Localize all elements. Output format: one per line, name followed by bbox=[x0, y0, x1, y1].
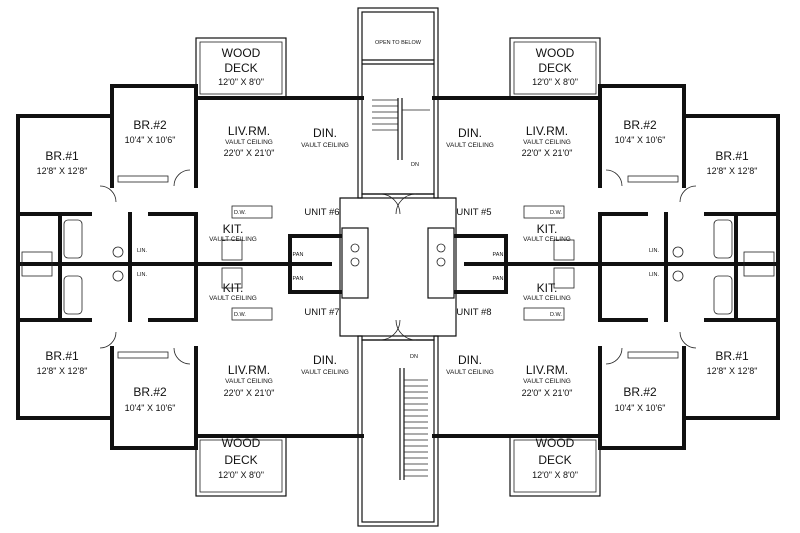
deck-tr-dim: 12'0" X 8'0" bbox=[532, 77, 578, 87]
deck-bl-title-2: DECK bbox=[224, 453, 257, 467]
din-tl-vault: VAULT CEILING bbox=[301, 142, 349, 149]
din-tr-title: DIN. bbox=[458, 126, 482, 140]
br2-bl-dim: 10'4" X 10'6" bbox=[125, 403, 176, 413]
liv-br-dim: 22'0" X 21'0" bbox=[522, 388, 573, 398]
liv-bl-title: LIV.RM. bbox=[228, 363, 270, 377]
kit-br-title: KIT. bbox=[537, 281, 558, 295]
door-swings bbox=[99, 169, 697, 365]
lin-tr-label: LIN. bbox=[649, 248, 660, 254]
pan-br-label: PAN bbox=[493, 276, 504, 282]
kit-tl-title: KIT. bbox=[223, 222, 244, 236]
pan-bl-label: PAN bbox=[293, 276, 304, 282]
din-bl-title: DIN. bbox=[313, 353, 337, 367]
window-marks bbox=[21, 175, 775, 359]
liv-tl-dim: 22'0" X 21'0" bbox=[224, 148, 275, 158]
br2-tl-title: BR.#2 bbox=[133, 118, 167, 132]
liv-br-title: LIV.RM. bbox=[526, 363, 568, 377]
br1-bl-dim: 12'8" X 12'8" bbox=[37, 366, 88, 376]
br2-tr-dim: 10'4" X 10'6" bbox=[615, 135, 666, 145]
deck-bl-title-1: WOOD bbox=[222, 436, 261, 450]
br2-tl-dim: 10'4" X 10'6" bbox=[125, 135, 176, 145]
deck-br-dim: 12'0" X 8'0" bbox=[532, 470, 578, 480]
kit-bl-title: KIT. bbox=[223, 281, 244, 295]
lin-tl-label: LIN. bbox=[137, 248, 148, 254]
lin-br-label: LIN. bbox=[649, 272, 660, 278]
upper-stair-treads bbox=[372, 98, 430, 160]
br1-br-dim: 12'8" X 12'8" bbox=[707, 366, 758, 376]
br2-bl-title: BR.#2 bbox=[133, 385, 167, 399]
br1-bl-title: BR.#1 bbox=[45, 349, 79, 363]
kit-bl-vault: VAULT CEILING bbox=[209, 295, 257, 302]
fixtures bbox=[63, 205, 733, 321]
kit-tl-vault: VAULT CEILING bbox=[209, 236, 257, 243]
liv-tl-vault: VAULT CEILING bbox=[225, 139, 273, 146]
deck-br-title-1: WOOD bbox=[536, 436, 575, 450]
unit6-label: UNIT #6 bbox=[304, 207, 339, 218]
liv-bl-vault: VAULT CEILING bbox=[225, 378, 273, 385]
dw-tr-label: D.W. bbox=[550, 210, 562, 216]
din-br-vault: VAULT CEILING bbox=[446, 369, 494, 376]
br2-br-title: BR.#2 bbox=[623, 385, 657, 399]
din-bl-vault: VAULT CEILING bbox=[301, 369, 349, 376]
br1-tr-title: BR.#1 bbox=[715, 149, 749, 163]
br1-tl-dim: 12'8" X 12'8" bbox=[37, 166, 88, 176]
deck-tl-dim: 12'0" X 8'0" bbox=[218, 77, 264, 87]
deck-tr-title-2: DECK bbox=[538, 61, 571, 75]
decks bbox=[195, 37, 601, 497]
stair-dn-label-bottom: DN bbox=[410, 354, 418, 360]
lin-bl-label: LIN. bbox=[137, 272, 148, 278]
deck-tl-title-1: WOOD bbox=[222, 46, 261, 60]
din-br-title: DIN. bbox=[458, 353, 482, 367]
central-stair-core bbox=[339, 7, 457, 527]
lower-stair-treads bbox=[399, 368, 428, 480]
liv-tr-title: LIV.RM. bbox=[526, 124, 568, 138]
deck-tl-title-2: DECK bbox=[224, 61, 257, 75]
kit-tr-vault: VAULT CEILING bbox=[523, 236, 571, 243]
deck-tr-title-1: WOOD bbox=[536, 46, 575, 60]
dw-tl-label: D.W. bbox=[234, 210, 246, 216]
open-to-below-label: OPEN TO BELOW bbox=[375, 40, 422, 46]
br1-br-title: BR.#1 bbox=[715, 349, 749, 363]
liv-br-vault: VAULT CEILING bbox=[523, 378, 571, 385]
kit-tr-title: KIT. bbox=[537, 222, 558, 236]
br1-tr-dim: 12'8" X 12'8" bbox=[707, 166, 758, 176]
dw-bl-label: D.W. bbox=[234, 312, 246, 318]
dw-br-label: D.W. bbox=[550, 312, 562, 318]
unit5-label: UNIT #5 bbox=[456, 207, 491, 218]
unit7-label: UNIT #7 bbox=[304, 307, 339, 318]
deck-bl-dim: 12'0" X 8'0" bbox=[218, 470, 264, 480]
br2-br-dim: 10'4" X 10'6" bbox=[615, 403, 666, 413]
stair-dn-label-top: DN bbox=[411, 162, 419, 168]
kit-br-vault: VAULT CEILING bbox=[523, 295, 571, 302]
din-tr-vault: VAULT CEILING bbox=[446, 142, 494, 149]
unit8-label: UNIT #8 bbox=[456, 307, 491, 318]
liv-bl-dim: 22'0" X 21'0" bbox=[224, 388, 275, 398]
pan-tr-label: PAN bbox=[493, 252, 504, 258]
liv-tr-dim: 22'0" X 21'0" bbox=[522, 148, 573, 158]
br2-tr-title: BR.#2 bbox=[623, 118, 657, 132]
br1-tl-title: BR.#1 bbox=[45, 149, 79, 163]
pan-tl-label: PAN bbox=[293, 252, 304, 258]
deck-br-title-2: DECK bbox=[538, 453, 571, 467]
liv-tl-title: LIV.RM. bbox=[228, 124, 270, 138]
din-tl-title: DIN. bbox=[313, 126, 337, 140]
liv-tr-vault: VAULT CEILING bbox=[523, 139, 571, 146]
